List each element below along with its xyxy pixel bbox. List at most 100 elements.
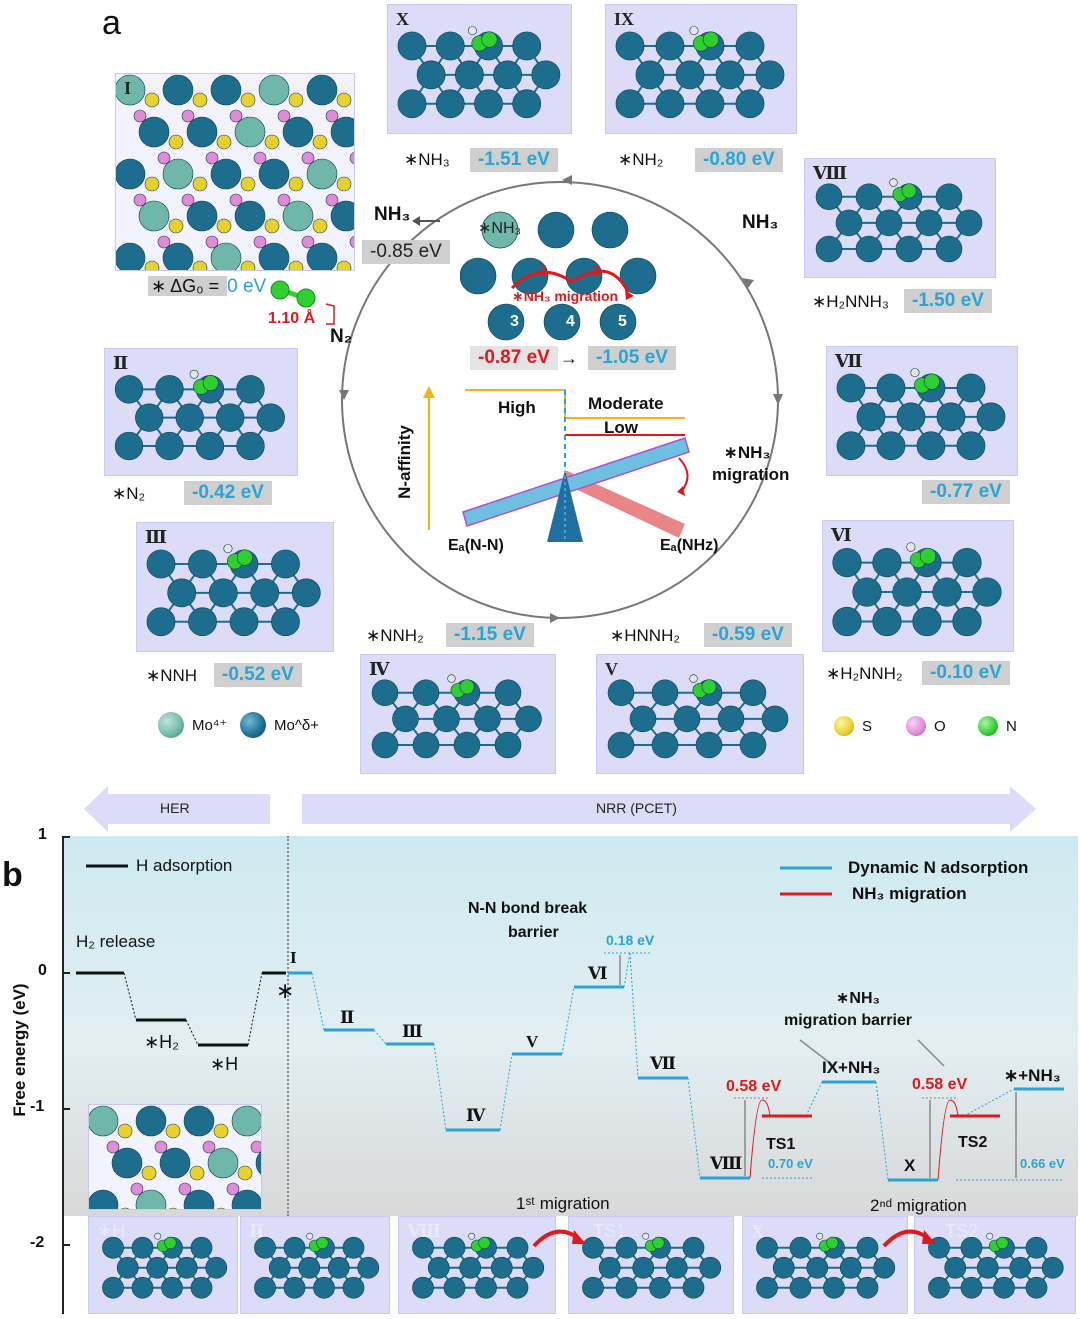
atom xyxy=(856,1276,879,1299)
note-nn-break: N-N bond break xyxy=(468,900,588,917)
atom xyxy=(301,151,315,165)
atom xyxy=(392,705,419,733)
atom xyxy=(682,1276,705,1299)
slab-VIII xyxy=(815,178,983,263)
atom xyxy=(919,547,937,565)
atom xyxy=(892,577,922,607)
g0-value: 0 eV xyxy=(227,276,267,297)
g0-text: ∗ ΔG₀ = xyxy=(148,276,228,296)
n2-label: N₂ xyxy=(330,326,353,347)
atom xyxy=(349,152,354,164)
atom xyxy=(912,606,942,637)
level-I: I xyxy=(290,948,297,967)
atom xyxy=(342,1236,365,1259)
atom xyxy=(236,375,265,404)
atom xyxy=(236,549,253,566)
atom xyxy=(735,89,765,119)
atom xyxy=(144,176,160,192)
atom xyxy=(114,431,144,461)
species-II: ∗N₂ xyxy=(112,484,146,503)
level-V: V xyxy=(526,1032,539,1051)
atom xyxy=(896,402,926,432)
species-V: ∗HNNH₂ xyxy=(610,626,680,645)
atom xyxy=(475,1276,497,1299)
band-her-label: HER xyxy=(160,800,190,816)
note-first-migration: 1ˢᵗ migration xyxy=(516,1194,610,1213)
legend-mo4-label: Mo⁴⁺ xyxy=(192,717,228,734)
tile-VIII-label: Ⅷ xyxy=(813,163,848,183)
species-III: ∗NNH xyxy=(146,666,198,685)
nh3-right-label: NH₃ xyxy=(742,212,779,233)
atom xyxy=(205,1256,228,1279)
atom xyxy=(231,1105,261,1137)
atom xyxy=(815,183,843,211)
atom xyxy=(761,705,789,733)
atom xyxy=(682,1236,705,1259)
atom xyxy=(955,209,983,237)
atom xyxy=(889,178,898,187)
atom xyxy=(236,431,265,461)
atom xyxy=(872,606,902,637)
atom xyxy=(481,211,519,249)
atom xyxy=(695,89,725,119)
legend-mod-label: Mo^δ+ xyxy=(274,716,319,734)
atom xyxy=(506,1276,529,1299)
note-058a: 0.58 eV xyxy=(726,1078,782,1095)
atom xyxy=(312,218,328,234)
atom xyxy=(255,1151,261,1175)
nh3-left-label: NH₃ xyxy=(374,204,411,225)
atom xyxy=(986,1232,994,1240)
atom xyxy=(167,578,197,608)
level-II: Ⅱ xyxy=(340,1008,355,1027)
level-VII: Ⅶ xyxy=(650,1054,676,1073)
atom xyxy=(207,1147,239,1179)
nrr-levels xyxy=(288,971,1064,1182)
atom xyxy=(117,1123,133,1139)
atom xyxy=(192,92,208,108)
n-affinity-schematic xyxy=(423,386,690,542)
atom xyxy=(161,1276,183,1299)
inner-e-after: -1.05 eV xyxy=(588,346,676,370)
atom xyxy=(254,1276,276,1299)
atom xyxy=(327,1256,350,1279)
atom xyxy=(240,260,256,270)
ytick-label-m2: -2 xyxy=(30,1234,45,1251)
atom xyxy=(240,92,256,108)
atom xyxy=(607,679,635,707)
reaction-cycle xyxy=(339,175,783,623)
label-h2: ∗H₂ xyxy=(144,1032,180,1052)
atom xyxy=(531,60,561,90)
note-ts1: TS1 xyxy=(766,1136,796,1153)
atom xyxy=(993,1276,1015,1299)
slab-II xyxy=(114,369,285,461)
thumb-TS1-slab xyxy=(582,1232,722,1299)
atom xyxy=(876,373,906,403)
atom xyxy=(435,89,465,119)
atom xyxy=(175,1256,198,1279)
atom xyxy=(856,1236,879,1259)
atom xyxy=(789,1236,812,1259)
atom xyxy=(258,74,290,106)
atom xyxy=(144,260,160,270)
atom xyxy=(875,209,903,237)
atom xyxy=(116,158,146,190)
tile-VII-label: Ⅶ xyxy=(835,351,863,371)
n-swatch xyxy=(978,716,998,736)
atom xyxy=(512,89,542,119)
atom xyxy=(901,183,917,199)
species-X: ∗NH₃ xyxy=(404,150,450,169)
mod-swatch xyxy=(240,712,266,738)
note-018: 0.18 eV xyxy=(606,932,655,948)
atom xyxy=(454,60,484,90)
atom xyxy=(135,1105,167,1137)
atom xyxy=(823,1276,845,1299)
atom xyxy=(168,218,184,234)
atom xyxy=(453,731,481,759)
atom xyxy=(936,402,966,432)
atom xyxy=(806,1256,829,1279)
atom xyxy=(330,116,354,148)
tile-IV-label: Ⅳ xyxy=(369,659,390,679)
legend-nh3-migration: NH₃ migration xyxy=(852,884,967,903)
atom xyxy=(655,89,685,119)
atom xyxy=(474,705,501,733)
